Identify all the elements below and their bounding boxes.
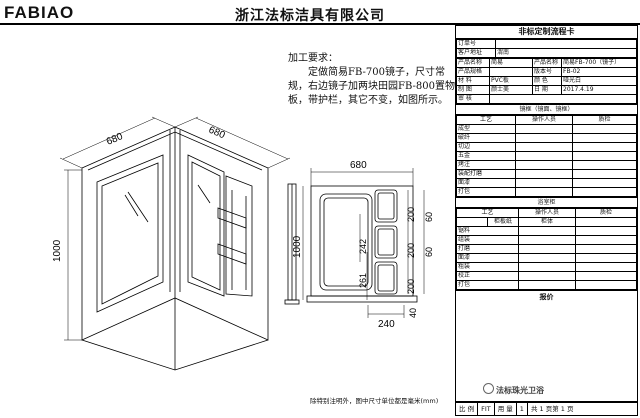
cab-head-qc: 质检 <box>575 208 637 218</box>
frame-step: 成型 <box>456 124 516 134</box>
quote-label: 报价 <box>456 290 637 303</box>
drafter-label: 制 图 <box>456 85 490 95</box>
dim-left-height: 1000 <box>52 239 63 262</box>
frame-head-qc: 质检 <box>572 115 637 125</box>
qty-label: 用 量 <box>495 403 517 415</box>
brand-logo: FABIAO <box>4 3 75 22</box>
address-label: 客户地址 <box>456 48 496 58</box>
spec-label: 产品规格 <box>456 67 490 77</box>
qty-value: 1 <box>517 403 528 415</box>
front-view <box>284 168 425 318</box>
wechat-icon <box>483 383 494 394</box>
watermark: 法标珠光卫浴 <box>496 386 544 395</box>
cabinet-process-table: 工艺 操作人员 质检 柜板纸 柜体 锯料 组装 打磨 面漆 粗装 校正 打包 <box>456 208 637 290</box>
dim-200-bottom: 200 <box>406 279 416 294</box>
material-label: 材 料 <box>456 76 490 86</box>
corner-mirror-view <box>59 116 291 371</box>
dim-261: 261 <box>358 273 368 288</box>
frame-head-operator: 操作人员 <box>515 115 573 125</box>
frame-step: 装配打磨 <box>456 169 516 179</box>
dim-40: 40 <box>408 308 418 318</box>
date-label: 日 期 <box>532 85 562 95</box>
audit-value <box>489 94 637 104</box>
product-name-value: 简易 <box>489 58 533 68</box>
sheet-count: 共 1 页第 1 页 <box>530 405 574 413</box>
dim-60-mid: 60 <box>424 247 434 257</box>
date-value: 2017.4.19 <box>561 85 637 95</box>
frame-step: 破纤 <box>456 133 516 143</box>
cab-sub-body: 柜体 <box>518 217 576 227</box>
scale-value: FIT <box>478 403 495 415</box>
audit-label: 审 核 <box>456 94 490 104</box>
dim-200-mid: 200 <box>406 243 416 258</box>
product-name2-label: 产品名称 <box>532 58 562 68</box>
frame-step: 打包 <box>456 187 516 197</box>
company-name: 浙江法标洁具有限公司 <box>235 8 385 24</box>
cab-step: 打磨 <box>456 244 519 254</box>
drafter-value: 颜士美 <box>489 85 533 95</box>
product-name2-value: 简易FB-700（镜子） <box>561 58 637 68</box>
cab-step: 粗装 <box>456 262 519 272</box>
cab-step: 打包 <box>456 280 519 290</box>
frame-step: 烤注 <box>456 160 516 170</box>
cab-step: 锯料 <box>456 226 519 236</box>
processing-requirements: 加工要求： 定做简易FB-700镜子，尺寸常规，右边镜子加两块田园FB-800置… <box>288 52 460 108</box>
cab-head-operator: 操作人员 <box>518 208 576 218</box>
version-label: 版本号 <box>532 67 562 77</box>
product-name-label: 产品名称 <box>456 58 490 68</box>
frame-process-table: 工艺 操作人员 质检 成型 破纤 切边 五金 烤注 装配打磨 面漆 打包 <box>456 115 637 197</box>
color-value: 哑光白 <box>561 76 637 86</box>
color-label: 颜 色 <box>532 76 562 86</box>
title-block-footer: 比 例 FIT 用 量 1 共 1 页第 1 页 <box>455 402 638 416</box>
spec-value <box>489 67 533 77</box>
dim-right-width: 680 <box>207 125 227 142</box>
frame-step: 五金 <box>456 151 516 161</box>
dim-200-top: 200 <box>406 207 416 222</box>
cab-step: 校正 <box>456 271 519 281</box>
dim-242: 242 <box>358 239 368 254</box>
frame-step: 面漆 <box>456 178 516 188</box>
cab-head-process: 工艺 <box>456 208 519 218</box>
address-value: 渭南 <box>495 48 637 58</box>
material-value: PVC板 <box>489 76 533 86</box>
version-value: FB-02 <box>561 67 637 77</box>
section-frame-title: 镜框（镜面、镜框） <box>456 104 637 115</box>
order-table: 订单号 客户地址 渭南 <box>456 39 637 58</box>
technical-drawing: 680 680 1000 <box>52 116 434 371</box>
requirements-title: 加工要求： <box>288 53 338 64</box>
product-table: 产品名称 简易 产品名称 简易FB-700（镜子） 产品规格 版本号 FB-02… <box>456 58 637 104</box>
requirements-body: 定做简易FB-700镜子，尺寸常规，右边镜子加两块田园FB-800置物板，带护栏… <box>288 67 455 106</box>
process-card: 非标定制流程卡 订单号 客户地址 渭南 产品名称 简易 产品名称 简易FB-70… <box>455 25 638 402</box>
dim-60-top: 60 <box>424 212 434 222</box>
header-rule <box>0 23 640 25</box>
card-title: 非标定制流程卡 <box>456 26 637 39</box>
unit-note: 除特别注明外，图中尺寸单位都是毫米(mm) <box>310 397 439 405</box>
order-no-value <box>495 39 637 49</box>
dim-left-width: 680 <box>105 131 125 148</box>
frame-head-process: 工艺 <box>456 115 516 125</box>
order-no-label: 订单号 <box>456 39 496 49</box>
dim-front-width: 680 <box>350 160 367 171</box>
cab-sub-board: 柜板纸 <box>487 217 519 227</box>
cab-step: 面漆 <box>456 253 519 263</box>
cab-step: 组装 <box>456 235 519 245</box>
section-cabinet-title: 浴室柜 <box>456 197 637 208</box>
scale-label: 比 例 <box>456 403 479 415</box>
frame-step: 切边 <box>456 142 516 152</box>
dim-front-height: 1000 <box>292 235 303 258</box>
dim-240: 240 <box>378 319 395 330</box>
